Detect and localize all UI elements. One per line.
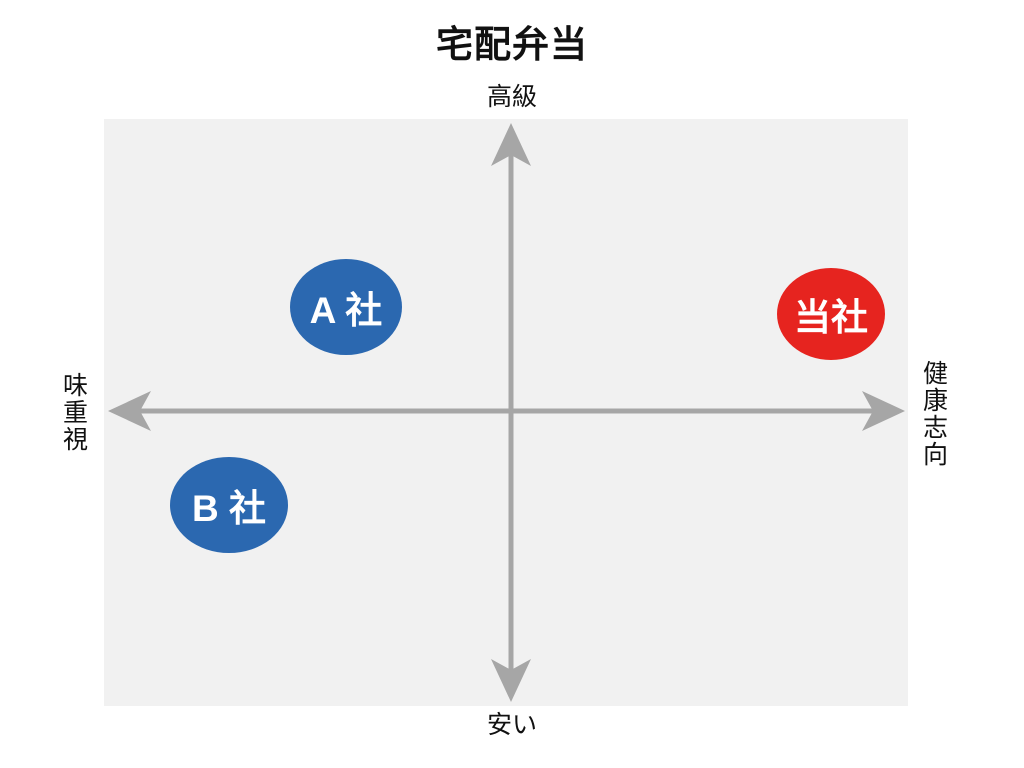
arrowhead-up-icon — [491, 123, 531, 166]
arrowhead-left-icon — [108, 391, 151, 431]
axis-label-right: 健康志向 — [919, 360, 948, 468]
arrowhead-down-icon — [491, 659, 531, 702]
page-title: 宅配弁当 — [436, 24, 588, 65]
axis-label-left: 味重視 — [59, 372, 88, 453]
plot-area — [104, 119, 908, 706]
bubble-own-company-label: 当社 — [794, 297, 868, 338]
bubble-company-a-label: A 社 — [309, 290, 383, 331]
arrowhead-right-icon — [862, 391, 905, 431]
bubble-company-b: B 社 — [170, 457, 288, 553]
axis-label-top: 高級 — [486, 83, 537, 111]
axis-label-bottom: 安い — [486, 711, 537, 739]
bubble-company-a: A 社 — [290, 259, 402, 355]
bubble-company-b-label: B 社 — [192, 488, 266, 529]
bubble-own-company: 当社 — [777, 268, 885, 360]
axes-cross — [108, 123, 905, 702]
